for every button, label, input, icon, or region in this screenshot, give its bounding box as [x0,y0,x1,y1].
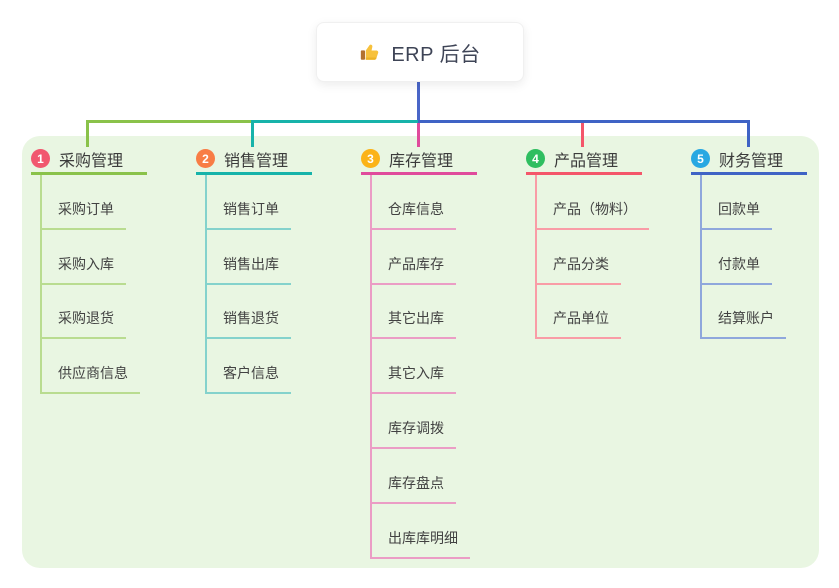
connector-branch4-drop [581,123,584,147]
child-node[interactable]: 销售退货 [207,308,291,340]
child-node-row: 销售退货 [207,285,312,340]
child-node[interactable]: 库存调拨 [372,418,456,449]
branch-finance-children: 回款单 付款单 结算账户 [700,175,807,340]
branch-product: 4 产品管理 产品（物料） 产品分类 产品单位 [526,147,649,340]
child-node-row: 出库库明细 [372,504,477,559]
child-node[interactable]: 采购入库 [42,254,126,285]
connector-branch5-horizontal [418,120,750,123]
child-node-row: 采购退货 [42,285,147,340]
branch-sales-header[interactable]: 2 销售管理 [196,147,312,175]
branch-inventory-children: 仓库信息 产品库存 其它出库 其它入库 库存调拨 库存盘点 出库库明细 [370,175,477,559]
branch-label: 销售管理 [224,152,289,170]
branch-finance-header[interactable]: 5 财务管理 [691,147,807,175]
child-node-row: 产品（物料） [537,175,649,230]
branch-label: 库存管理 [389,152,454,170]
child-node[interactable]: 供应商信息 [42,363,140,395]
branch-sales-children: 销售订单 销售出库 销售退货 客户信息 [205,175,312,395]
branch-label: 采购管理 [59,152,124,170]
child-node-row: 采购入库 [42,230,147,285]
child-node-row: 采购订单 [42,175,147,230]
branch-product-children: 产品（物料） 产品分类 产品单位 [535,175,649,340]
branch-number-badge: 4 [526,149,545,168]
branch-label: 财务管理 [719,152,784,170]
branch-purchase-children: 采购订单 采购入库 采购退货 供应商信息 [40,175,147,395]
child-node-row: 销售出库 [207,230,312,285]
branch-purchase-header[interactable]: 1 采购管理 [31,147,147,175]
branch-label: 产品管理 [554,152,619,170]
child-node[interactable]: 销售出库 [207,254,291,285]
child-node[interactable]: 产品分类 [537,254,621,285]
child-node[interactable]: 客户信息 [207,363,291,395]
root-node-title: ERP 后台 [391,43,481,66]
child-node[interactable]: 销售订单 [207,199,291,230]
child-node[interactable]: 采购订单 [42,199,126,230]
child-node-row: 其它入库 [372,339,477,395]
connector-branch3-drop [417,123,420,147]
child-node[interactable]: 出库库明细 [372,528,470,559]
connector-branch1-drop [86,120,89,147]
child-node[interactable]: 产品库存 [372,254,456,285]
branch-inventory: 3 库存管理 仓库信息 产品库存 其它出库 其它入库 库存调拨 库存盘点 出库库… [361,147,477,559]
child-node-row: 仓库信息 [372,175,477,230]
branch-number-badge: 2 [196,149,215,168]
child-node-row: 库存调拨 [372,394,477,449]
child-node-row: 产品库存 [372,230,477,285]
branch-sales: 2 销售管理 销售订单 销售出库 销售退货 客户信息 [196,147,312,395]
connector-root-drop [417,82,420,123]
child-node-row: 产品单位 [537,285,649,340]
child-node[interactable]: 回款单 [702,199,772,230]
branch-number-badge: 3 [361,149,380,168]
branch-number-badge: 5 [691,149,710,168]
child-node-row: 客户信息 [207,339,312,395]
child-node-row: 结算账户 [702,285,807,340]
child-node-row: 库存盘点 [372,449,477,504]
child-node-row: 其它出库 [372,285,477,340]
thumbs-up-icon [359,41,381,63]
branch-inventory-header[interactable]: 3 库存管理 [361,147,477,175]
branch-finance: 5 财务管理 回款单 付款单 结算账户 [691,147,807,340]
connector-branch2-drop [251,120,254,147]
child-node-row: 销售订单 [207,175,312,230]
branch-product-header[interactable]: 4 产品管理 [526,147,642,175]
child-node[interactable]: 库存盘点 [372,473,456,504]
child-node[interactable]: 其它入库 [372,363,456,395]
child-node-row: 付款单 [702,230,807,285]
branch-number-badge: 1 [31,149,50,168]
child-node[interactable]: 付款单 [702,254,772,285]
child-node[interactable]: 产品单位 [537,308,621,340]
connector-branch5-drop [747,120,750,147]
root-node[interactable]: ERP 后台 [316,22,524,82]
branches-panel [22,136,819,568]
child-node-row: 供应商信息 [42,339,147,395]
child-node[interactable]: 结算账户 [702,308,786,340]
child-node-row: 回款单 [702,175,807,230]
child-node[interactable]: 其它出库 [372,308,456,340]
child-node[interactable]: 产品（物料） [537,199,649,230]
child-node[interactable]: 仓库信息 [372,199,456,230]
child-node-row: 产品分类 [537,230,649,285]
child-node[interactable]: 采购退货 [42,308,126,340]
connector-branch2-horizontal [251,120,420,123]
branch-purchase: 1 采购管理 采购订单 采购入库 采购退货 供应商信息 [31,147,147,395]
